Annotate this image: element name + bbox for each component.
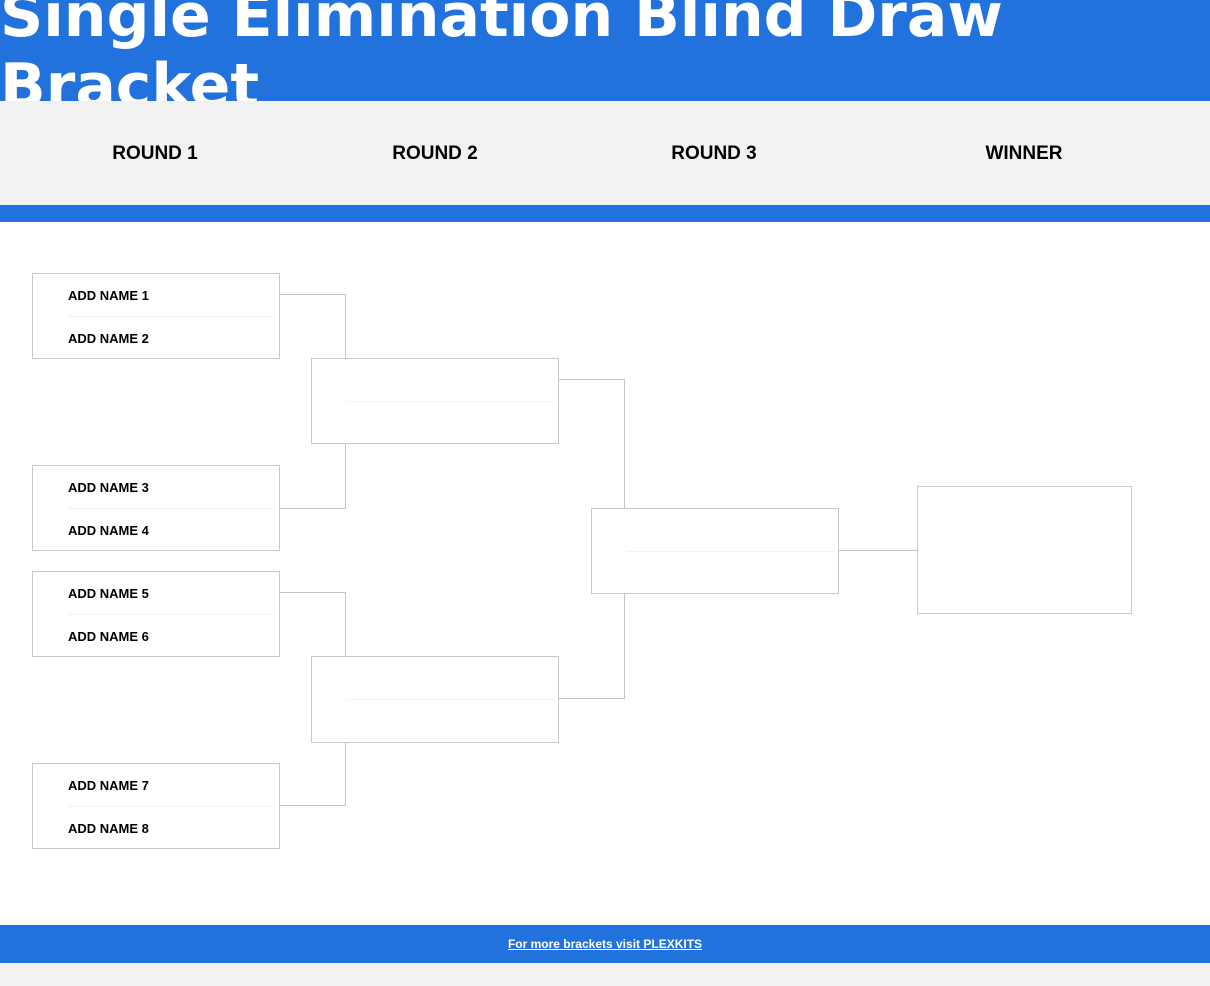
round2-slot-2[interactable] bbox=[347, 402, 554, 444]
round3-slot-1[interactable] bbox=[627, 509, 834, 552]
winner-box[interactable] bbox=[917, 486, 1132, 614]
connector-line bbox=[280, 508, 346, 509]
plexkits-link[interactable]: For more brackets visit PLEXKITS bbox=[507, 937, 703, 951]
name-slot-4[interactable]: ADD NAME 4 bbox=[68, 522, 149, 538]
round3-match-1 bbox=[591, 508, 839, 594]
round2-slot-3[interactable] bbox=[347, 657, 554, 700]
connector-line bbox=[345, 743, 346, 806]
round-3-label: ROUND 3 bbox=[671, 143, 757, 164]
name-slot-6[interactable]: ADD NAME 6 bbox=[68, 628, 149, 644]
round-1-label: ROUND 1 bbox=[112, 143, 198, 164]
page-title: Single Elimination Blind Draw Bracket bbox=[0, 0, 1003, 121]
title-bar: Single Elimination Blind Draw Bracket bbox=[0, 0, 1210, 121]
connector-line bbox=[280, 805, 346, 806]
footer-bar: For more brackets visit PLEXKITS bbox=[0, 925, 1210, 963]
round1-match-4: ADD NAME 7 ADD NAME 8 bbox=[32, 763, 280, 849]
bottom-margin bbox=[0, 963, 1210, 986]
name-slot-3[interactable]: ADD NAME 3 bbox=[68, 466, 275, 509]
round2-slot-1[interactable] bbox=[347, 359, 554, 402]
round2-match-1 bbox=[311, 358, 559, 444]
round1-match-2: ADD NAME 3 ADD NAME 4 bbox=[32, 465, 280, 551]
connector-line bbox=[559, 379, 625, 380]
name-slot-7[interactable]: ADD NAME 7 bbox=[68, 764, 275, 807]
round1-match-3: ADD NAME 5 ADD NAME 6 bbox=[32, 571, 280, 657]
connector-line bbox=[280, 592, 346, 593]
winner-label: WINNER bbox=[985, 143, 1063, 164]
round2-match-2 bbox=[311, 656, 559, 743]
name-slot-2[interactable]: ADD NAME 2 bbox=[68, 330, 149, 346]
round3-slot-2[interactable] bbox=[627, 552, 834, 594]
name-slot-8[interactable]: ADD NAME 8 bbox=[68, 820, 149, 836]
round1-match-1: ADD NAME 1 ADD NAME 2 bbox=[32, 273, 280, 359]
name-slot-5[interactable]: ADD NAME 5 bbox=[68, 572, 275, 615]
connector-line bbox=[345, 444, 346, 509]
connector-line bbox=[624, 379, 625, 509]
name-slot-1[interactable]: ADD NAME 1 bbox=[68, 274, 275, 317]
connector-line bbox=[345, 294, 346, 359]
connector-line bbox=[624, 594, 625, 699]
round2-slot-4[interactable] bbox=[347, 700, 554, 742]
header-divider-strip bbox=[0, 205, 1210, 222]
rounds-header: ROUND 1 ROUND 2 ROUND 3 WINNER bbox=[0, 101, 1210, 205]
connector-line bbox=[839, 550, 918, 551]
connector-line bbox=[345, 592, 346, 657]
connector-line bbox=[559, 698, 625, 699]
connector-line bbox=[280, 294, 346, 295]
round-2-label: ROUND 2 bbox=[392, 143, 478, 164]
